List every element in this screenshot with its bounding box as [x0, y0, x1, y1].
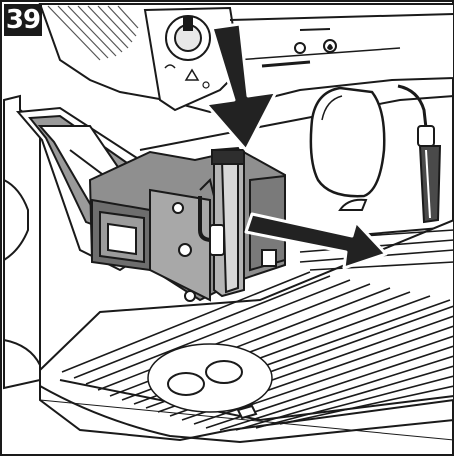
- warning-icon: [184, 68, 200, 81]
- machine-left-side: [3, 94, 41, 390]
- pull-out-arrow-icon: [244, 212, 388, 270]
- hatching-top-left: [47, 5, 139, 61]
- cup-ring-right: [205, 360, 243, 384]
- down-arrow-icon: [204, 22, 278, 152]
- inner-compartment: [139, 86, 454, 241]
- steam-tube: [397, 84, 442, 224]
- cup-ring-left: [167, 372, 205, 396]
- step-number-badge: 39: [4, 4, 42, 36]
- steam-icon: [294, 42, 306, 54]
- machine-top-body: [38, 3, 454, 114]
- drip-tray: [39, 218, 454, 444]
